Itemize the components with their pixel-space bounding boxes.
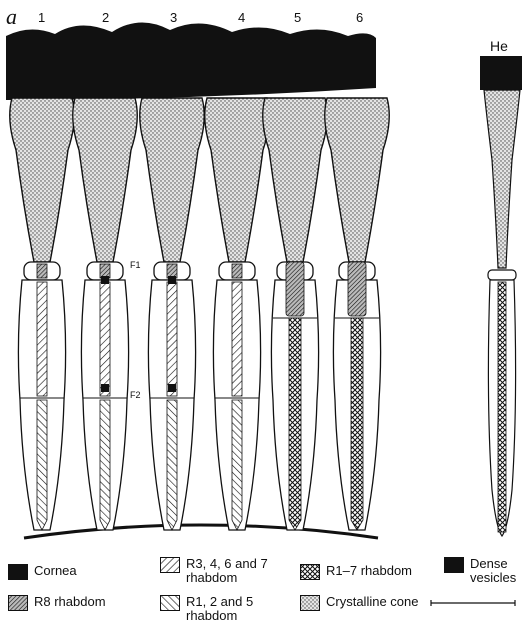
- legend-label-cone: Crystalline cone: [326, 595, 419, 609]
- legend-label-r8: R8 rhabdom: [34, 595, 106, 609]
- dense-vesicles-upper-2: [101, 276, 109, 284]
- r3467-rhabdom-4: [232, 282, 242, 396]
- legend-label-r125: R1, 2 and 5 rhabdom: [186, 595, 253, 623]
- r125-rhabdom-4: [232, 400, 242, 530]
- ommatidium-number-3: 3: [170, 10, 177, 25]
- r17-swatch-icon: [300, 564, 320, 580]
- crystalline-cone-6: [325, 98, 390, 262]
- ommatidia-diagram: [0, 0, 524, 555]
- dense-vesicles-upper-3: [168, 276, 176, 284]
- he-cell-cap: [488, 270, 516, 280]
- r3467-rhabdom-2: [100, 282, 110, 396]
- legend: Cornea R3, 4, 6 and 7 rhabdom R1–7 rhabd…: [0, 555, 524, 625]
- crystalline-cone-2: [73, 98, 138, 262]
- ommatidium-number-1: 1: [38, 10, 45, 25]
- legend-label-r3467: R3, 4, 6 and 7 rhabdom: [186, 557, 268, 585]
- dense-vesicles-lower-2: [101, 384, 109, 392]
- crystalline-cone-4: [205, 98, 270, 262]
- ommatidium-number-5: 5: [294, 10, 301, 25]
- dense-vesicles-swatch-icon: [444, 557, 464, 573]
- r8-rhabdom-4: [232, 264, 242, 278]
- legend-item-r17: R1–7 rhabdom: [300, 564, 412, 580]
- r8-rhabdom-5: [286, 262, 304, 316]
- legend-item-cornea: Cornea: [8, 564, 77, 580]
- r125-rhabdom-3: [167, 400, 177, 530]
- he-ommatidium: [480, 56, 522, 536]
- r3467-swatch-icon: [160, 557, 180, 573]
- he-label: He: [490, 38, 508, 54]
- r3467-rhabdom-3: [167, 282, 177, 396]
- cornea-swatch-icon: [8, 564, 28, 580]
- cornea-band: [6, 22, 376, 100]
- crystalline-cone-1: [10, 98, 75, 262]
- crystalline-cone-5: [263, 98, 328, 262]
- ommatidia-figure: a 1 2 3 4 5 6 He F1 F2: [0, 0, 524, 560]
- crystalline-cone-3: [140, 98, 205, 262]
- panel-letter: a: [6, 4, 17, 30]
- r8-rhabdom-3: [167, 264, 177, 278]
- r17-rhabdom-6: [351, 318, 363, 530]
- r8-rhabdom-2: [100, 264, 110, 278]
- r17-rhabdom-5: [289, 318, 301, 530]
- ommatidium-number-4: 4: [238, 10, 245, 25]
- ommatidium-number-2: 2: [102, 10, 109, 25]
- legend-label-r17: R1–7 rhabdom: [326, 564, 412, 578]
- r125-rhabdom-1: [37, 400, 47, 530]
- legend-item-r125: R1, 2 and 5 rhabdom: [160, 595, 253, 623]
- r8-swatch-icon: [8, 595, 28, 611]
- r125-rhabdom-2: [100, 400, 110, 530]
- legend-item-cone: Crystalline cone: [300, 595, 419, 611]
- cone-swatch-icon: [300, 595, 320, 611]
- r3467-rhabdom-1: [37, 282, 47, 396]
- he-rhabdom: [498, 282, 506, 532]
- r125-swatch-icon: [160, 595, 180, 611]
- legend-item-r3467: R3, 4, 6 and 7 rhabdom: [160, 557, 268, 585]
- r8-rhabdom-1: [37, 264, 47, 278]
- legend-label-cornea: Cornea: [34, 564, 77, 578]
- f1-label: F1: [130, 260, 141, 270]
- legend-item-r8: R8 rhabdom: [8, 595, 106, 611]
- he-cornea: [480, 56, 522, 90]
- dense-vesicles-lower-3: [168, 384, 176, 392]
- ommatidium-number-6: 6: [356, 10, 363, 25]
- legend-label-dense: Dense vesicles: [470, 557, 516, 585]
- scale-bar: [430, 599, 516, 607]
- r8-rhabdom-6: [348, 262, 366, 316]
- basement-membrane: [24, 525, 378, 538]
- f2-label: F2: [130, 390, 141, 400]
- he-cone: [484, 90, 520, 268]
- legend-item-dense: Dense vesicles: [444, 557, 516, 585]
